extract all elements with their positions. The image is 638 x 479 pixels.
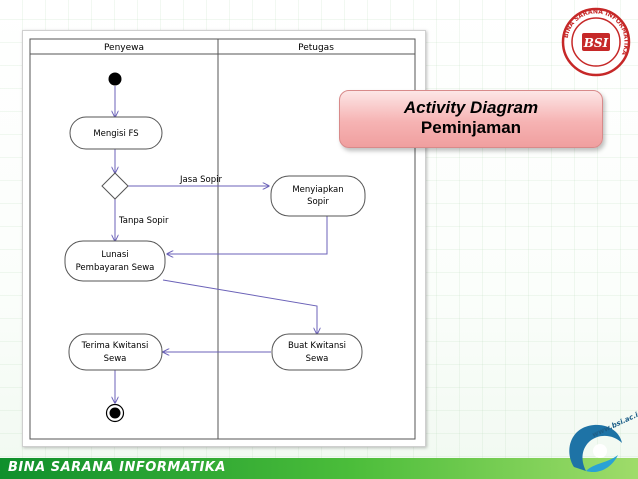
initial-node	[108, 72, 122, 86]
activity-buat-label-2: Sewa	[306, 354, 329, 364]
diagram-canvas: Penyewa Petugas Jasa Sopir Tanpa Sopir M…	[29, 38, 416, 440]
lane-petugas: Petugas	[298, 43, 334, 53]
activity-terima-kwitansi: Terima Kwitansi Sewa	[68, 333, 163, 371]
activity-terima-label-1: Terima Kwitansi	[81, 341, 149, 351]
activity-mengisi-fs-label: Mengisi FS	[93, 129, 138, 139]
slide-title: Activity Diagram	[403, 98, 539, 117]
activity-diagram: Penyewa Petugas Jasa Sopir Tanpa Sopir M…	[22, 30, 426, 447]
activity-buat-label-1: Buat Kwitansi	[288, 341, 346, 351]
activity-mengisi-fs: Mengisi FS	[69, 116, 163, 150]
flow-menyiapkan-to-lunasi	[167, 216, 328, 254]
bsi-swoosh-logo	[569, 424, 622, 473]
footer-bar: BINA SARANA INFORMATIKA	[0, 458, 638, 479]
activity-menyiapkan-label-1: Menyiapkan	[292, 185, 343, 195]
activity-buat-kwitansi: Buat Kwitansi Sewa	[271, 333, 363, 371]
footer-text: BINA SARANA INFORMATIKA	[8, 460, 226, 475]
slide-subtitle: Peminjaman	[420, 118, 522, 137]
logo-mark: BSI	[583, 36, 609, 50]
activity-terima-label-2: Sewa	[104, 354, 127, 364]
lane-penyewa: Penyewa	[104, 43, 144, 53]
final-node	[105, 403, 125, 423]
slide-title-box: Activity Diagram Peminjaman	[339, 90, 603, 148]
activity-lunasi-label-1: Lunasi	[101, 250, 128, 260]
guard-jasa-sopir: Jasa Sopir	[179, 175, 222, 185]
activity-lunasi-pembayaran: Lunasi Pembayaran Sewa	[64, 240, 166, 282]
guard-tanpa-sopir: Tanpa Sopir	[118, 216, 169, 226]
flow-lunasi-to-buat	[162, 279, 317, 334]
activity-lunasi-label-2: Pembayaran Sewa	[76, 263, 155, 273]
activity-menyiapkan-label-2: Sopir	[307, 197, 329, 207]
decision-node	[101, 172, 129, 200]
swimlane-frame	[29, 38, 416, 440]
activity-menyiapkan-sopir: Menyiapkan Sopir	[270, 175, 366, 217]
bsi-logo: BINA SARANA INFORMATIKA BSI	[561, 7, 631, 77]
